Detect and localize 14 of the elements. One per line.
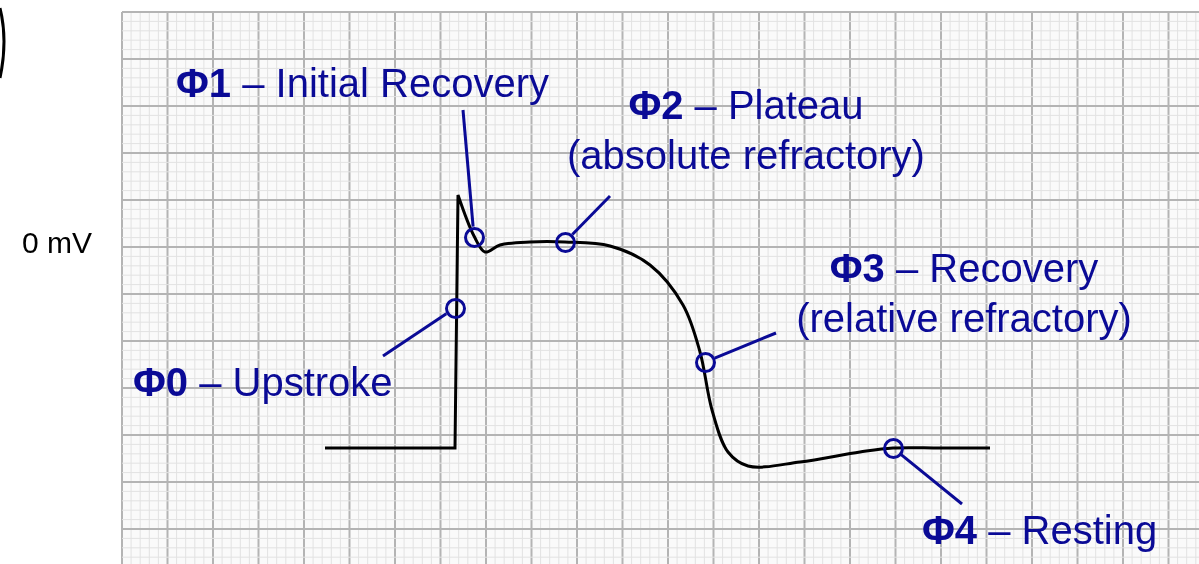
phase-label: Φ0 – Upstroke	[133, 357, 433, 407]
phase-label: Φ3 – Recovery (relative refractory)	[778, 243, 1150, 343]
leader-line	[571, 194, 612, 236]
marker-circle	[554, 231, 576, 253]
marker-circle	[463, 226, 485, 248]
leader-line	[461, 109, 475, 227]
leader-line	[382, 312, 448, 358]
marker-circle	[882, 437, 904, 459]
axis-label: 0 mV	[22, 226, 93, 260]
leader-line	[900, 453, 963, 506]
phase-label: Φ4 – Resting	[922, 505, 1192, 555]
marker-circle	[444, 297, 466, 319]
marker-circle	[694, 351, 716, 373]
leader-line	[714, 331, 777, 360]
